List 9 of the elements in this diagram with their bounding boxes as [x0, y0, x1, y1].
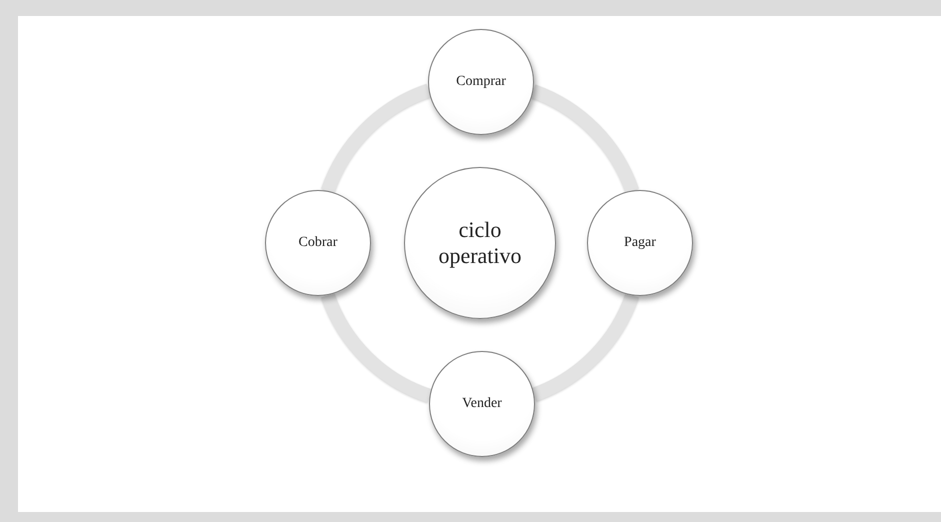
ring-connector — [321, 84, 432, 194]
node-label: ciclo operativo — [437, 216, 523, 270]
node-label: Cobrar — [298, 234, 338, 252]
node-label: Vender — [462, 396, 502, 412]
ring-connector — [531, 292, 639, 402]
ring-connector — [530, 84, 639, 194]
node-label: Pagar — [624, 234, 656, 252]
node-label: Comprar — [456, 74, 506, 90]
ring-connector — [321, 292, 432, 402]
